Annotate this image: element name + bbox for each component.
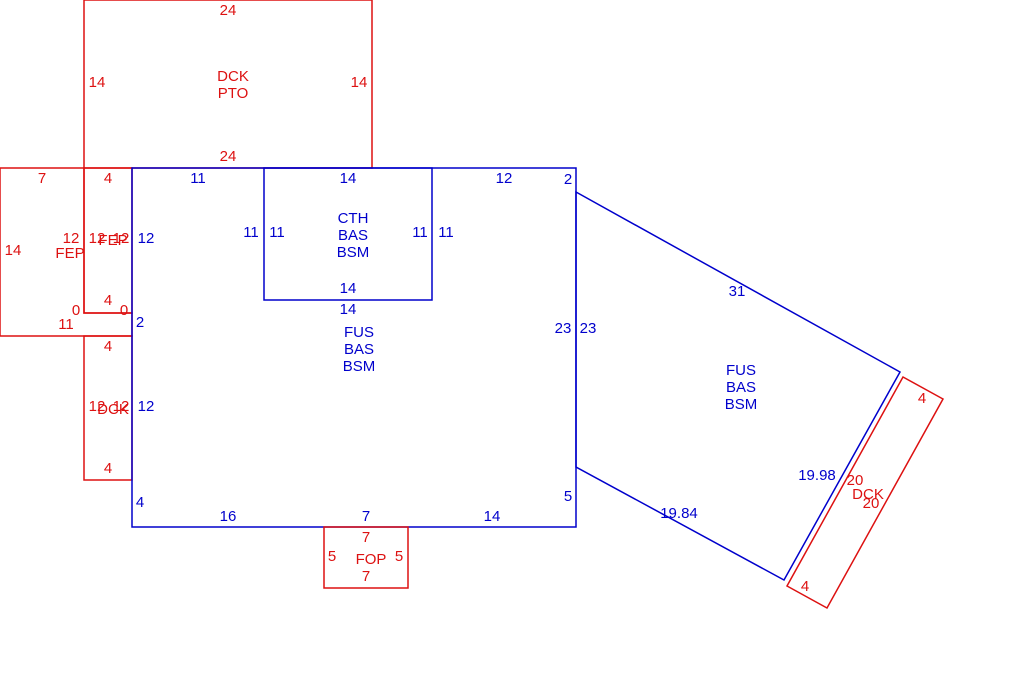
area-fep-inner-dim-top: 4 [104,170,112,187]
area-dck-pto-dim-top: 24 [220,2,237,19]
area-dck-small-label: DCK [97,401,129,418]
area-dck-small-dim-top: 4 [104,338,112,355]
area-dck-right: DCK 4 20 4 20 [785,375,945,610]
area-fep-left-dim-notch: 0 [72,302,80,319]
area-fus-right-dim-bottom: 19.84 [660,505,698,522]
area-cth-dim-left: 11 [269,224,285,241]
area-fop-label: FOP [356,551,387,568]
area-dck-right-dim-right: 20 [863,495,880,512]
area-fus-main-dim-inner: 14 [340,301,357,318]
area-fep-inner-dim-left: 12 [89,230,106,247]
area-cth-label-3: BSM [337,244,370,261]
area-fus-right-dim-left: 23 [580,320,597,337]
area-fus-main-dim-left-lower: 4 [136,494,144,511]
area-dck-small-dim-left: 12 [89,398,106,415]
area-fep-left-label: FEP [55,245,84,262]
area-cth-dim-bottom: 14 [340,280,357,297]
area-fus-right-label-1: FUS [726,362,756,379]
area-fep-inner: FEP 4 12 4 12 0 [83,167,133,319]
area-dck-pto: DCK PTO 24 14 24 14 [83,0,373,169]
area-fep-inner-dim-notch: 0 [120,302,128,319]
area-fus-main-label-1: FUS [344,324,374,341]
area-dck-right-dim-bottom: 4 [801,578,809,595]
area-cth-label-1: CTH [338,210,369,227]
area-fus-main-dim-left-mid: 12 [138,398,155,415]
area-dck-small: DCK 4 12 4 12 [83,335,133,481]
area-fop-dim-top: 7 [362,529,370,546]
area-fop-outline [323,526,409,589]
area-fus-main-dim-corner: 2 [564,171,572,188]
area-fus-right-label-2: BAS [726,379,756,396]
area-fus-right-dim-top: 31 [729,283,746,300]
area-fus-main-dim-left-upper: 12 [138,230,155,247]
area-fep-left: FEP 7 14 11 12 0 [0,167,133,337]
area-fus-right-dim-right: 19.98 [798,467,836,484]
area-fop-dim-bottom: 7 [362,568,370,585]
area-fus-main-dim-left-step: 2 [136,314,144,331]
area-cth-dim-right: 11 [412,224,428,241]
area-fep-inner-dim-bottom: 4 [104,292,112,309]
area-fus-main-dim-bottom-left: 16 [220,508,237,525]
area-dck-right-dim-top: 4 [918,390,926,407]
area-fus-right-outline [575,190,902,582]
area-cth-dim-right-outer: 11 [438,224,454,241]
area-fus-main-dim-top-right: 12 [496,170,513,187]
area-fop-dim-right: 5 [395,548,403,565]
area-dck-pto-label-2: PTO [218,85,249,102]
area-fus-main-dim-top-left: 11 [190,170,206,187]
area-fus-main-dim-right: 23 [555,320,572,337]
area-dck-pto-dim-left: 14 [89,74,106,91]
area-fep-left-dim-top: 7 [38,170,46,187]
area-dck-small-dim-bottom: 4 [104,460,112,477]
area-dck-right-outline [785,375,945,610]
area-fep-left-dim-right: 12 [63,230,80,247]
area-cth-dim-top: 14 [340,170,357,187]
area-fus-main-dim-bottom-mid: 7 [362,508,370,525]
area-fep-inner-dim-right: 12 [113,230,130,247]
area-dck-pto-dim-right: 14 [351,74,368,91]
area-fep-inner-label: FEP [98,232,127,249]
area-fus-main-dim-bottom-right: 14 [484,508,501,525]
area-fus-main-label-2: BAS [344,341,374,358]
area-dck-right-dim-left: 20 [847,472,864,489]
area-fus-right-label-3: BSM [725,396,758,413]
area-cth: CTH BAS BSM 14 11 14 11 11 11 [243,167,454,301]
area-cth-dim-left-outer: 11 [243,224,259,241]
area-cth-label-2: BAS [338,227,368,244]
area-dck-pto-dim-bottom: 24 [220,148,237,165]
area-fop-dim-left: 5 [328,548,336,565]
area-cth-outline [263,167,433,301]
area-fep-left-dim-left: 14 [5,242,22,259]
area-fus-main-dim-bottom-corner: 5 [564,488,572,505]
area-fus-main-label-3: BSM [343,358,376,375]
area-dck-pto-label-1: DCK [217,68,249,85]
area-dck-small-dim-right: 12 [113,398,130,415]
area-fus-right: FUS BAS BSM 31 23 19.84 19.98 [575,190,902,582]
area-fop: FOP 7 5 7 5 [323,526,409,589]
area-fep-left-dim-bottom: 11 [58,316,74,333]
area-dck-right-label: DCK [852,486,884,503]
